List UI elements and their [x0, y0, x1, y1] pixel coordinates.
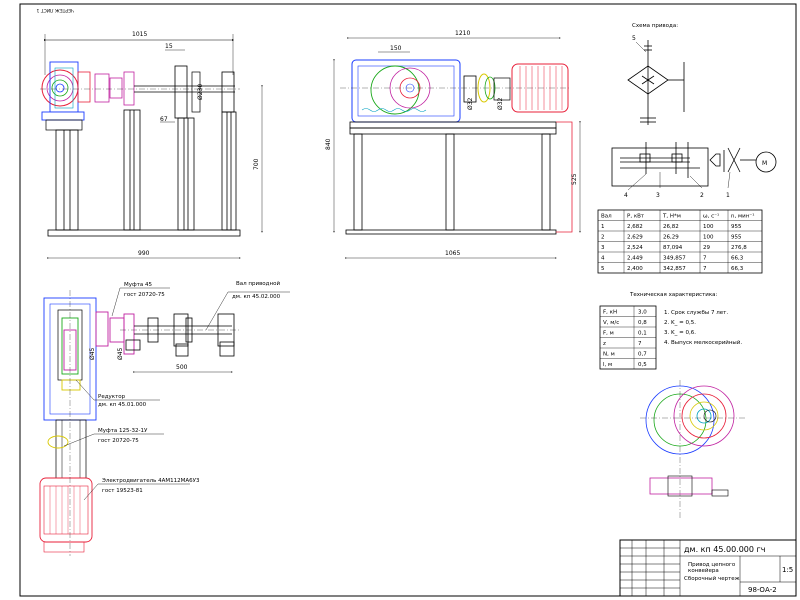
- table-cell: 2,629: [627, 235, 643, 241]
- plan-dim-len: 500: [176, 364, 188, 371]
- table-cell: 29: [703, 245, 710, 251]
- drawing-scale: 1:5: [782, 566, 793, 574]
- callout-coupling-2-std: гост 20720-75: [98, 438, 139, 444]
- side-dim-base: 1065: [445, 250, 460, 257]
- drawing-name-2: конвейера: [688, 567, 719, 574]
- side-dim-leg: 525: [571, 173, 578, 185]
- table-cell: 66,3: [731, 266, 744, 272]
- tech-param-name: F, кН: [603, 310, 617, 316]
- table-header-cell: Вал: [601, 214, 612, 220]
- front-dim-bore: Ø230: [197, 84, 204, 100]
- table-cell: 2: [601, 235, 605, 241]
- shaft-params-table: Вал P, кВт T, Н*м ω, с⁻¹ n, мин⁻¹ 1 2,682 26,82…: [597, 209, 763, 274]
- table-cell: 7: [703, 256, 707, 262]
- callout-coupling-1-name: Муфта 45: [124, 282, 153, 288]
- callout-coupling-2-name: Муфта 125-32-1У: [98, 428, 148, 434]
- drawing-name-1: Привод цепного: [688, 562, 736, 568]
- scheme-num-3: 3: [656, 192, 660, 199]
- tech-param-value: 0,1: [638, 331, 647, 337]
- table-cell: 1: [601, 224, 605, 230]
- tech-note-2: 2. K_ = 0,5.: [664, 320, 696, 326]
- tech-note-3: 3. K_ = 0,6.: [664, 330, 696, 336]
- scheme-title: Схема привода:: [632, 23, 678, 29]
- scheme-num-4: 4: [624, 192, 628, 199]
- side-view: 1210 150 Ø32 Ø32: [325, 30, 581, 259]
- tech-param-name: F, м: [603, 331, 614, 337]
- side-dim-left: 150: [390, 45, 402, 52]
- callout-reducer-code: дм. кп 45.01.000: [98, 402, 147, 408]
- table-cell: 342,857: [663, 266, 686, 272]
- table-header-cell: ω, с⁻¹: [703, 213, 719, 220]
- table-cell: 66,3: [731, 256, 744, 262]
- tech-params-table: F, кН 3,0 V, м/с 0,8 F, м 0,1 z 7 N, м 0,7 l, м 0,5: [599, 305, 657, 370]
- table-cell: 5: [601, 266, 605, 272]
- scheme-num-1: 1: [726, 192, 730, 199]
- scheme-num-5: 5: [632, 35, 636, 42]
- tech-title: Техническая характеристика:: [629, 292, 718, 298]
- front-dim-thick: 67: [160, 116, 168, 123]
- table-cell: 4: [601, 256, 605, 262]
- side-dim-d2: Ø32: [497, 97, 504, 110]
- table-cell: 2,449: [627, 256, 643, 262]
- drawing-group: 98-ОА-2: [748, 586, 777, 594]
- tech-param-value: 7: [638, 341, 642, 347]
- tech-param-value: 3,0: [638, 310, 647, 316]
- table-cell: 7: [703, 266, 707, 272]
- callout-shaft-name: Вал приводной: [236, 280, 280, 287]
- tech-param-value: 0,5: [638, 362, 647, 368]
- tech-param-name: z: [603, 341, 606, 347]
- scheme-num-2: 2: [700, 192, 704, 199]
- motor-symbol: [755, 151, 777, 173]
- drawing-subtitle: Сборочный чертеж: [684, 575, 740, 582]
- tech-param-value: 0,7: [638, 352, 647, 358]
- front-view: 1015 15 Ø230 67: [40, 31, 263, 259]
- tech-param-name: N, м: [603, 352, 615, 358]
- sheet-border: [19, 3, 797, 597]
- table-cell: 2,400: [627, 266, 643, 272]
- table-cell: 26,82: [663, 224, 679, 230]
- table-cell: 955: [731, 235, 742, 241]
- plan-dim-d2: Ø45: [117, 347, 124, 360]
- table-cell: 276,8: [731, 245, 747, 251]
- drawing-code: дм. кп 45.00.000 гч: [684, 545, 765, 554]
- motor-letter: M: [762, 160, 767, 167]
- table-cell: 2,682: [627, 224, 643, 230]
- section-view: [640, 380, 746, 520]
- table-header-cell: n, мин⁻¹: [731, 213, 754, 220]
- callout-motor-name: Электродвигатель 4АМ112МА6У3: [102, 478, 200, 484]
- callout-coupling-1-std: гост 20720-75: [124, 292, 165, 298]
- tech-note-4: 4. Выпуск мелкосерийный.: [664, 339, 742, 346]
- title-block: дм. кп 45.00.000 гч Привод цепного конве…: [619, 539, 797, 597]
- table-cell: 2,524: [627, 245, 643, 251]
- table-cell: 3: [601, 245, 605, 251]
- front-dim-overall: 1015: [132, 31, 147, 38]
- tech-param-name: l, м: [603, 362, 612, 368]
- callout-reducer-name: Редуктор: [98, 394, 126, 400]
- table-cell: 955: [731, 224, 742, 230]
- front-dim-base: 990: [138, 250, 150, 257]
- side-dim-overall: 1210: [455, 30, 470, 37]
- plan-view: 500 Ø45 Ø45 Муфта 45 гост 20720-75 Вал п…: [39, 280, 290, 556]
- table-header-cell: T, Н*м: [662, 214, 681, 220]
- table-header-cell: P, кВт: [627, 214, 645, 220]
- table-cell: 349,857: [663, 256, 686, 262]
- plan-dim-d1: Ø45: [89, 347, 96, 360]
- tech-param-value: 0,8: [638, 320, 647, 326]
- tech-note-1: 1. Срок службы 7 лет.: [664, 310, 728, 316]
- corner-stamp: ЧЕРТЕЖ ЛИСТ 1: [36, 7, 74, 13]
- tech-param-name: V, м/с: [603, 320, 619, 326]
- callout-shaft-code: дм. кп 45.02.000: [232, 294, 281, 300]
- table-cell: 100: [703, 224, 714, 230]
- tech-section: Техническая характеристика: F, кН 3,0 V, м…: [599, 292, 742, 370]
- side-dim-d1: Ø32: [467, 97, 474, 110]
- table-cell: 87,094: [663, 245, 683, 251]
- front-dim-height: 700: [253, 158, 260, 170]
- table-cell: 26,29: [663, 235, 679, 241]
- table-cell: 100: [703, 235, 714, 241]
- callout-motor-std: гост 19523-81: [102, 488, 143, 494]
- drive-scheme: Схема привода: 5 M: [597, 23, 777, 274]
- front-dim-shaft: 15: [165, 43, 173, 50]
- side-dim-height: 840: [325, 138, 332, 150]
